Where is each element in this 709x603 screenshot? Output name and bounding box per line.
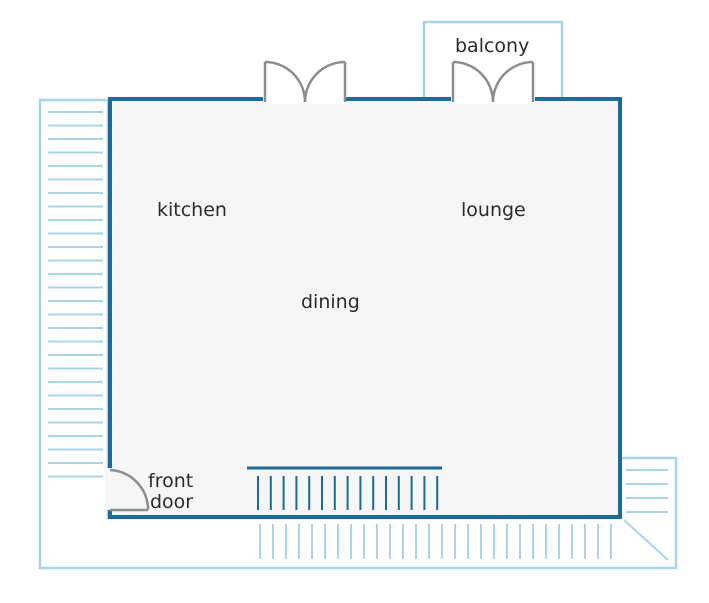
dining-label: dining bbox=[301, 291, 360, 313]
lounge-label: lounge bbox=[461, 199, 526, 221]
double-door-balcony bbox=[451, 60, 535, 104]
right-staircase-diagonal bbox=[623, 519, 669, 561]
front-door bbox=[105, 468, 150, 512]
right-staircase bbox=[626, 469, 668, 513]
main-room bbox=[108, 97, 622, 519]
double-door-top-left bbox=[263, 60, 347, 104]
front-door-label-line2: door bbox=[150, 491, 193, 513]
front-door-label-line1: front bbox=[148, 470, 193, 492]
left-staircase bbox=[48, 111, 103, 478]
bottom-staircase bbox=[259, 524, 612, 559]
balcony-outline bbox=[422, 20, 564, 102]
interior-staircase bbox=[257, 476, 439, 510]
balcony-label: balcony bbox=[455, 35, 529, 57]
kitchen-label: kitchen bbox=[157, 199, 227, 221]
